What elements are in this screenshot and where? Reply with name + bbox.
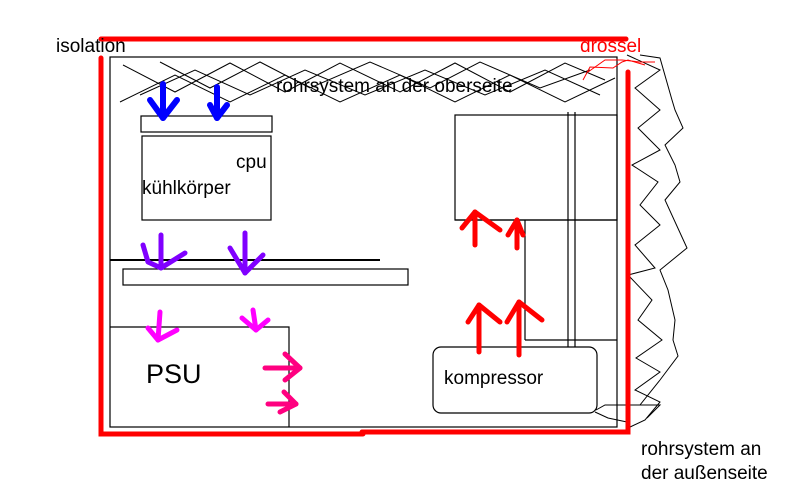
red-arrow-3	[465, 302, 503, 355]
pink-arrow-1	[262, 351, 303, 383]
insulation	[98, 36, 631, 437]
board-airflow-arrows	[140, 230, 266, 276]
blue-arrow-2	[207, 84, 230, 121]
cpu-heatsink-box	[141, 135, 272, 221]
drossel-label: drossel	[580, 36, 642, 57]
top-pipe-system-hatch	[119, 61, 616, 103]
cpu-label: cpu	[236, 152, 267, 173]
top-pipe-system-label: rohrsystem an der oberseite	[276, 76, 513, 97]
red-arrow-1	[459, 209, 503, 248]
magenta-arrow-1	[145, 309, 180, 343]
red-arrow-4	[504, 299, 545, 358]
blue-arrow-1	[147, 81, 180, 121]
magenta-arrow-2	[239, 307, 271, 333]
outside-pipe-system-label: rohrsystem an der außenseite	[641, 438, 768, 486]
psu-label: PSU	[146, 359, 202, 389]
compressor-label: kompressor	[444, 368, 544, 389]
case-outline	[109, 56, 618, 428]
outside-pipe-label-line2: der außenseite	[641, 463, 768, 484]
psu-exhaust-arrows	[262, 351, 303, 415]
outside-pipe-system	[626, 54, 688, 429]
compressor-box	[432, 346, 598, 414]
purple-arrow-2	[227, 230, 266, 276]
purple-arrow-1	[140, 232, 188, 271]
heatsink-label: kühlkörper	[142, 178, 231, 199]
expansion-card	[122, 268, 409, 286]
psu-intake-arrows	[145, 307, 271, 343]
outside-pipe-label-line1: rohrsystem an	[641, 439, 762, 460]
red-arrow-2	[505, 217, 526, 251]
drossel-line	[582, 59, 655, 81]
cpu-fan	[140, 115, 273, 133]
compressor-flow-arrows	[459, 209, 545, 358]
isolation-label: isolation	[56, 36, 126, 57]
pink-arrow-2	[265, 389, 299, 415]
cpu-airflow-arrows	[147, 81, 230, 121]
